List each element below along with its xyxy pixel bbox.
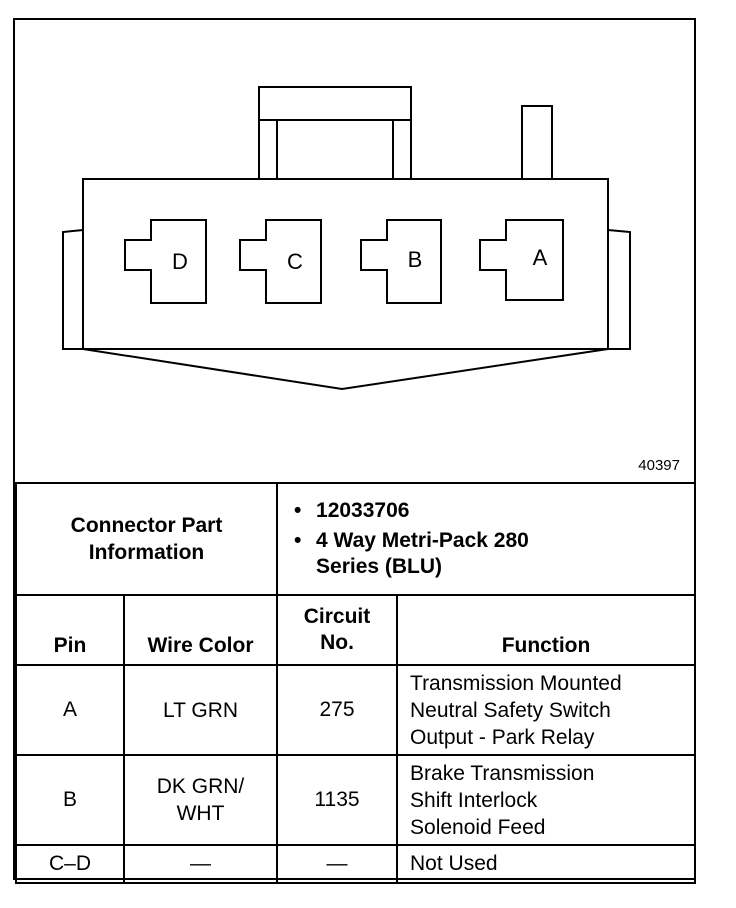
figure-frame: D C B A 40397 Connector Part Information… <box>13 18 697 884</box>
pin-cavity-b <box>360 219 442 304</box>
table-row: C–D — — Not Used <box>15 844 697 884</box>
pin-label-c: C <box>287 249 303 274</box>
pin-cavity-a <box>479 219 564 301</box>
header-circuit: Circuit No. <box>276 594 399 666</box>
pin-cavity-d <box>124 219 207 304</box>
connector-left-ear <box>62 228 84 350</box>
pin-label-b: B <box>408 247 423 272</box>
pin-cell: C–D <box>15 844 125 884</box>
connector-latch <box>258 86 412 180</box>
header-wire-color: Wire Color <box>122 594 279 666</box>
part-number: 12033706 <box>294 498 694 524</box>
table-header-row: Pin Wire Color Circuit No. Function <box>15 594 697 666</box>
part-info-list: 12033706 4 Way Metri-Pack 280 Series (BL… <box>278 494 694 580</box>
wire-color-cell: LT GRN <box>122 664 279 756</box>
connector-right-ear <box>607 228 631 350</box>
table-row: A LT GRN 275 Transmission Mounted Neutra… <box>15 664 697 756</box>
header-pin: Pin <box>15 594 125 666</box>
pin-cell: B <box>15 754 125 846</box>
connector-body <box>82 178 609 350</box>
pin-cell: A <box>15 664 125 756</box>
connector-key <box>521 105 553 180</box>
function-cell: Transmission Mounted Neutral Safety Swit… <box>396 664 697 756</box>
function-cell: Not Used <box>396 844 697 884</box>
pin-label-d: D <box>172 249 188 274</box>
connector-diagram: D C B A 40397 <box>15 20 694 482</box>
wire-color-cell: — <box>122 844 279 884</box>
figure-number: 40397 <box>638 457 680 474</box>
connector-type: 4 Way Metri-Pack 280 Series (BLU) <box>294 528 546 580</box>
table-row: B DK GRN/ WHT 1135 Brake Transmission Sh… <box>15 754 697 846</box>
connector-bottom <box>82 348 609 391</box>
pin-cavity-c <box>239 219 322 304</box>
pin-label-a: A <box>533 245 548 270</box>
function-cell: Brake Transmission Shift Interlock Solen… <box>396 754 697 846</box>
circuit-cell: — <box>276 844 399 884</box>
circuit-cell: 275 <box>276 664 399 756</box>
part-info-row: Connector Part Information 12033706 4 Wa… <box>14 482 697 596</box>
wire-color-cell: DK GRN/ WHT <box>122 754 279 846</box>
connector-info-table: Connector Part Information 12033706 4 Wa… <box>14 482 697 884</box>
part-info-label: Connector Part Information <box>14 482 279 596</box>
connector-drawing: D C B A <box>62 86 631 391</box>
part-info-values: 12033706 4 Way Metri-Pack 280 Series (BL… <box>276 482 697 596</box>
circuit-cell: 1135 <box>276 754 399 846</box>
header-function: Function <box>396 594 697 666</box>
